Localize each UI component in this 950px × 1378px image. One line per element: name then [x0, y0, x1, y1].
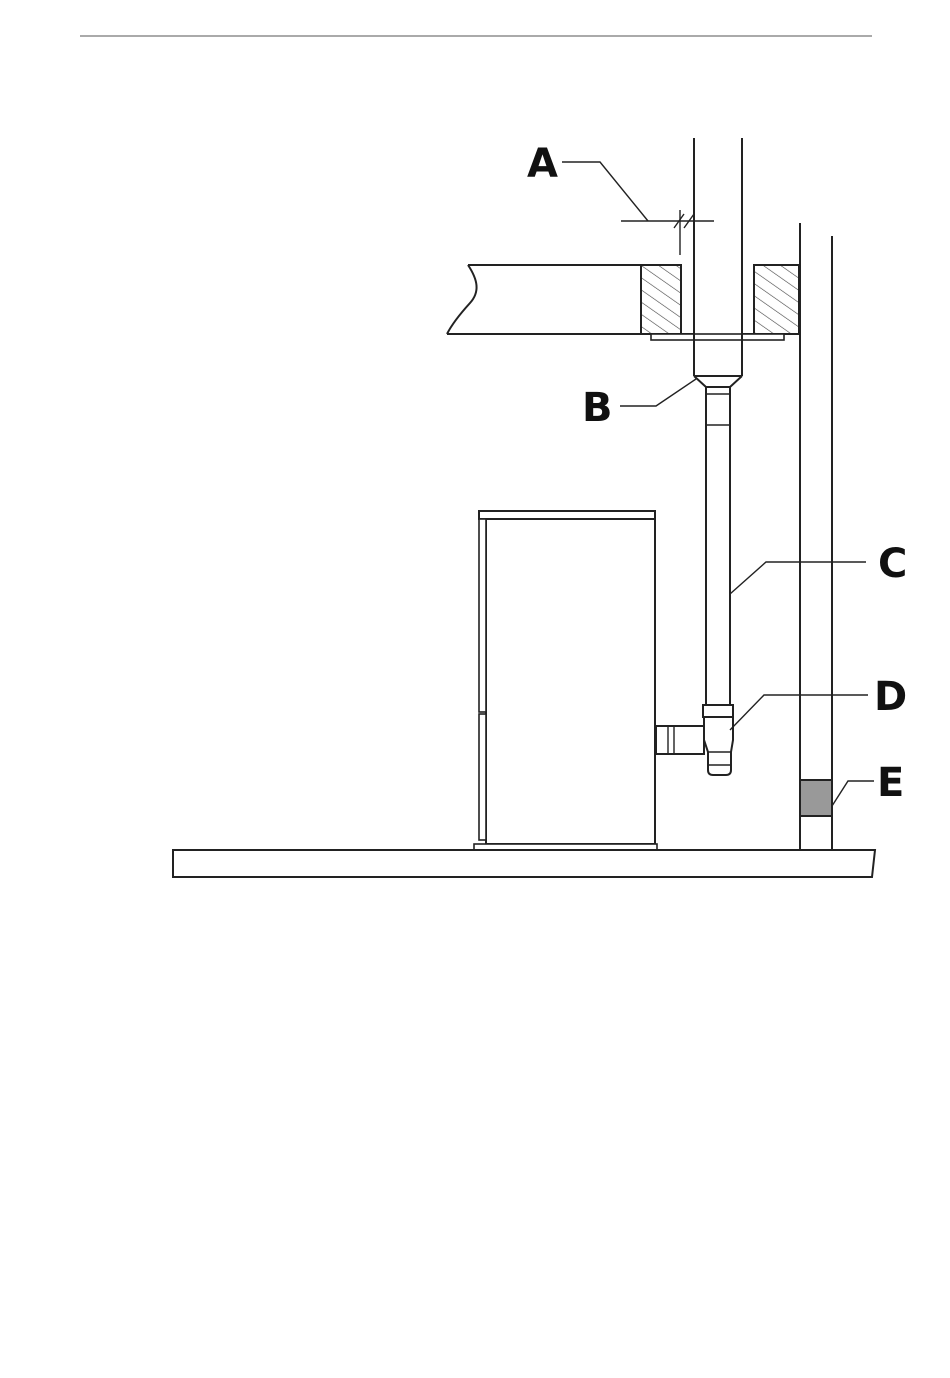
stove-pipe	[703, 387, 733, 775]
floor	[173, 850, 875, 877]
ceiling-hatch-right	[754, 265, 799, 334]
stove-connector	[656, 726, 704, 754]
stove-door-lower	[479, 714, 486, 840]
ceiling	[447, 265, 799, 340]
ceiling-hatch-left	[641, 265, 681, 334]
insulated-chimney	[694, 138, 742, 387]
ceiling-plate	[651, 334, 784, 340]
label-b: B	[582, 385, 613, 431]
wall-insulation	[800, 780, 832, 816]
stove-door-upper	[479, 519, 486, 712]
wall	[800, 223, 832, 850]
stove	[474, 511, 657, 850]
clearance-dimension	[621, 210, 714, 255]
label-a: A	[527, 141, 558, 187]
label-d: D	[874, 674, 907, 720]
label-c: C	[878, 541, 907, 587]
label-e: E	[877, 760, 904, 806]
